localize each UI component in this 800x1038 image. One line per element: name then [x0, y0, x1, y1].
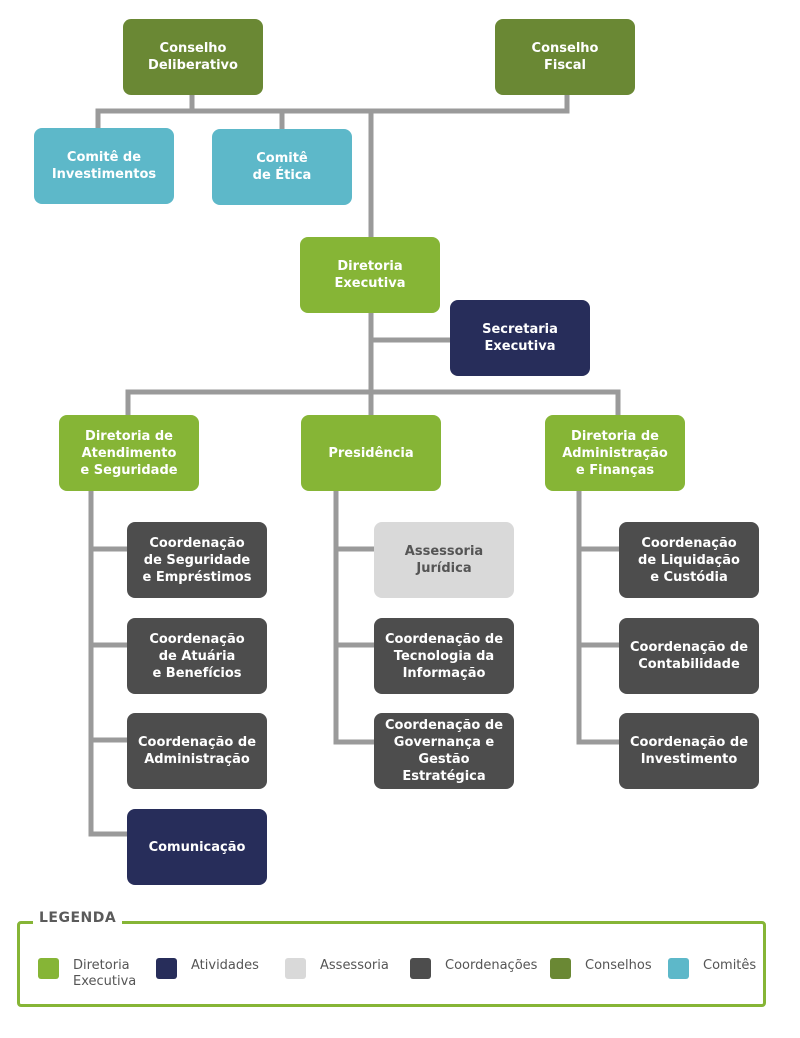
node-label: Coordenação de Contabilidade — [629, 640, 749, 672]
coord-tecnologia-box: Coordenação de Tecnologia da Informação — [374, 618, 514, 694]
node-label: Diretoria Executiva — [334, 259, 406, 291]
node-label: Conselho Fiscal — [531, 41, 599, 73]
comite-etica-box: Comitê de Ética — [212, 129, 352, 205]
legend: LEGENDA Diretoria Executiva Atividades A… — [17, 910, 766, 1007]
conselho-deliberativo-box: Conselho Deliberativo — [123, 19, 263, 95]
presidencia-box: Presidência — [301, 415, 441, 491]
coord-liquidacao-box: Coordenação de Liquidação e Custódia — [619, 522, 759, 598]
node-label: Diretoria de Administração e Finanças — [562, 428, 668, 478]
node-label: Diretoria de Atendimento e Seguridade — [80, 428, 178, 478]
legend-swatch — [156, 958, 177, 979]
legend-title: LEGENDA — [33, 910, 123, 926]
node-label: Secretaria Executiva — [482, 322, 558, 354]
diretoria-executiva-box: Diretoria Executiva — [300, 237, 440, 313]
legend-item-comites: Comitês — [668, 958, 756, 979]
node-label: Comitê de Ética — [252, 151, 312, 183]
coord-governanca-box: Coordenação de Governança e Gestão Estra… — [374, 713, 514, 789]
legend-label: Diretoria Executiva — [73, 958, 137, 989]
legend-label: Conselhos — [585, 958, 652, 973]
legend-label: Coordenações — [445, 958, 538, 973]
legend-swatch — [668, 958, 689, 979]
node-label: Comitê de Investimentos — [51, 150, 157, 182]
legend-item-conselhos: Conselhos — [550, 958, 652, 979]
legend-swatch — [38, 958, 59, 979]
legend-item-atividades: Atividades — [156, 958, 259, 979]
coord-seguridade-box: Coordenação de Seguridade e Empréstimos — [127, 522, 267, 598]
secretaria-executiva-box: Secretaria Executiva — [450, 300, 590, 376]
diretoria-atendimento-box: Diretoria de Atendimento e Seguridade — [59, 415, 199, 491]
legend-swatch — [410, 958, 431, 979]
node-label: Assessoria Jurídica — [404, 544, 484, 576]
node-label: Coordenação de Governança e Gestão Estra… — [384, 718, 504, 784]
node-label: Conselho Deliberativo — [148, 41, 238, 73]
node-label: Coordenação de Tecnologia da Informação — [384, 631, 504, 681]
conselho-fiscal-box: Conselho Fiscal — [495, 19, 635, 95]
node-label: Coordenação de Seguridade e Empréstimos — [142, 535, 252, 585]
coord-investimento-box: Coordenação de Investimento — [619, 713, 759, 789]
legend-swatch — [285, 958, 306, 979]
comite-investimentos-box: Comitê de Investimentos — [34, 128, 174, 204]
coord-atuaria-box: Coordenação de Atuária e Benefícios — [127, 618, 267, 694]
node-label: Presidência — [328, 445, 414, 461]
legend-item-assessoria: Assessoria — [285, 958, 389, 979]
diretoria-administracao-box: Diretoria de Administração e Finanças — [545, 415, 685, 491]
coord-administracao-box: Coordenação de Administração — [127, 713, 267, 789]
legend-swatch — [550, 958, 571, 979]
legend-item-diretoria-executiva: Diretoria Executiva — [38, 958, 136, 990]
coord-contabilidade-box: Coordenação de Contabilidade — [619, 618, 759, 694]
legend-label: Assessoria — [320, 958, 389, 973]
legend-item-coordenacoes: Coordenações — [410, 958, 537, 979]
node-label: Coordenação de Liquidação e Custódia — [638, 535, 740, 585]
assessoria-juridica-box: Assessoria Jurídica — [374, 522, 514, 598]
node-label: Comunicação — [148, 839, 246, 855]
node-label: Coordenação de Atuária e Benefícios — [149, 631, 245, 681]
node-label: Coordenação de Investimento — [629, 735, 749, 767]
legend-label: Atividades — [191, 958, 259, 973]
node-label: Coordenação de Administração — [137, 735, 257, 767]
legend-label: Comitês — [703, 958, 757, 973]
comunicacao-box: Comunicação — [127, 809, 267, 885]
